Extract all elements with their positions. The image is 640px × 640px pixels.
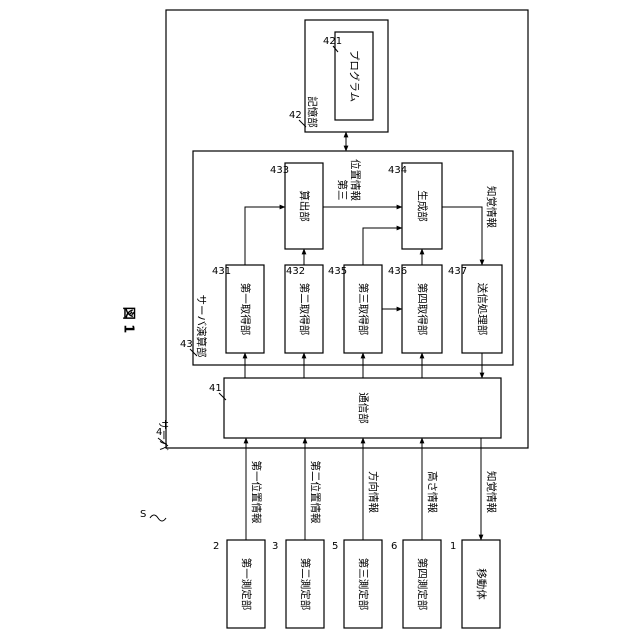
signal-pos1: 第一位置情報 <box>250 461 263 524</box>
svg-text:431: 431 <box>212 266 231 277</box>
communication-ref: 41 <box>209 383 222 394</box>
unit-calc: 433 算出部 <box>270 163 323 249</box>
svg-text:433: 433 <box>270 165 289 176</box>
signal-third-pos-1: 第三 <box>336 180 349 201</box>
svg-text:第四測定部: 第四測定部 <box>416 558 429 611</box>
svg-text:6: 6 <box>391 541 397 552</box>
svg-text:5: 5 <box>332 541 338 552</box>
svg-text:432: 432 <box>286 266 305 277</box>
link-acq1-calc <box>245 207 285 265</box>
measurer-3: 5 第三測定部 <box>332 540 382 628</box>
storage-label: 記憶部 <box>306 96 319 128</box>
svg-text:435: 435 <box>328 266 347 277</box>
unit-acq3: 435 第三取得部 <box>328 265 382 353</box>
server-label: サーバ <box>157 419 169 451</box>
unit-gen: 434 生成部 <box>388 163 442 249</box>
svg-text:算出部: 算出部 <box>298 190 311 222</box>
signal-perception-out: 知覚情報 <box>485 471 498 513</box>
svg-text:第一測定部: 第一測定部 <box>240 558 253 611</box>
link-gen-tx <box>442 207 482 265</box>
signal-pos2: 第二位置情報 <box>309 461 322 524</box>
measurer-2: 3 第二測定部 <box>272 540 324 628</box>
communication-unit: 41 通信部 <box>209 378 501 438</box>
program-label: プログラム <box>348 50 361 102</box>
signal-perception-internal: 知覚情報 <box>485 186 498 228</box>
signal-third-pos-2: 位置情報 <box>349 159 362 201</box>
computation-ref: 43 <box>180 339 193 350</box>
signal-direction: 方向情報 <box>367 471 380 513</box>
svg-text:S: S <box>140 509 146 520</box>
system-ref: S <box>140 509 166 521</box>
storage-unit: 42 記憶部 421 プログラム <box>289 20 388 132</box>
mobile-body: 1 移動体 <box>450 540 500 628</box>
svg-text:437: 437 <box>448 266 467 277</box>
svg-text:2: 2 <box>213 541 219 552</box>
storage-ref: 42 <box>289 110 302 121</box>
svg-text:第三測定部: 第三測定部 <box>357 558 370 611</box>
measurer-1: 2 第一測定部 <box>213 540 265 628</box>
unit-tx: 437 送信処理部 <box>448 265 502 353</box>
svg-text:移動体: 移動体 <box>475 568 488 600</box>
svg-text:436: 436 <box>388 266 407 277</box>
figure-title: 図 1 <box>121 307 136 334</box>
svg-text:1: 1 <box>450 541 456 552</box>
svg-text:第一取得部: 第一取得部 <box>239 283 252 336</box>
link-acq3-gen <box>363 228 402 265</box>
computation-label: サーバ演算部 <box>195 295 208 358</box>
measurer-4: 6 第四測定部 <box>391 540 441 628</box>
program-ref: 421 <box>323 36 342 47</box>
svg-text:送信処理部: 送信処理部 <box>476 283 489 336</box>
svg-text:434: 434 <box>388 165 407 176</box>
communication-label: 通信部 <box>357 392 370 424</box>
svg-text:第二測定部: 第二測定部 <box>299 558 312 611</box>
signal-height: 高さ情報 <box>426 471 439 513</box>
svg-text:第四取得部: 第四取得部 <box>416 283 429 336</box>
svg-text:第二取得部: 第二取得部 <box>298 283 311 336</box>
svg-text:生成部: 生成部 <box>416 190 429 222</box>
unit-acq2: 432 第二取得部 <box>285 265 323 353</box>
svg-text:3: 3 <box>272 541 278 552</box>
svg-text:第三取得部: 第三取得部 <box>357 283 370 336</box>
unit-acq1: 431 第一取得部 <box>212 265 264 353</box>
